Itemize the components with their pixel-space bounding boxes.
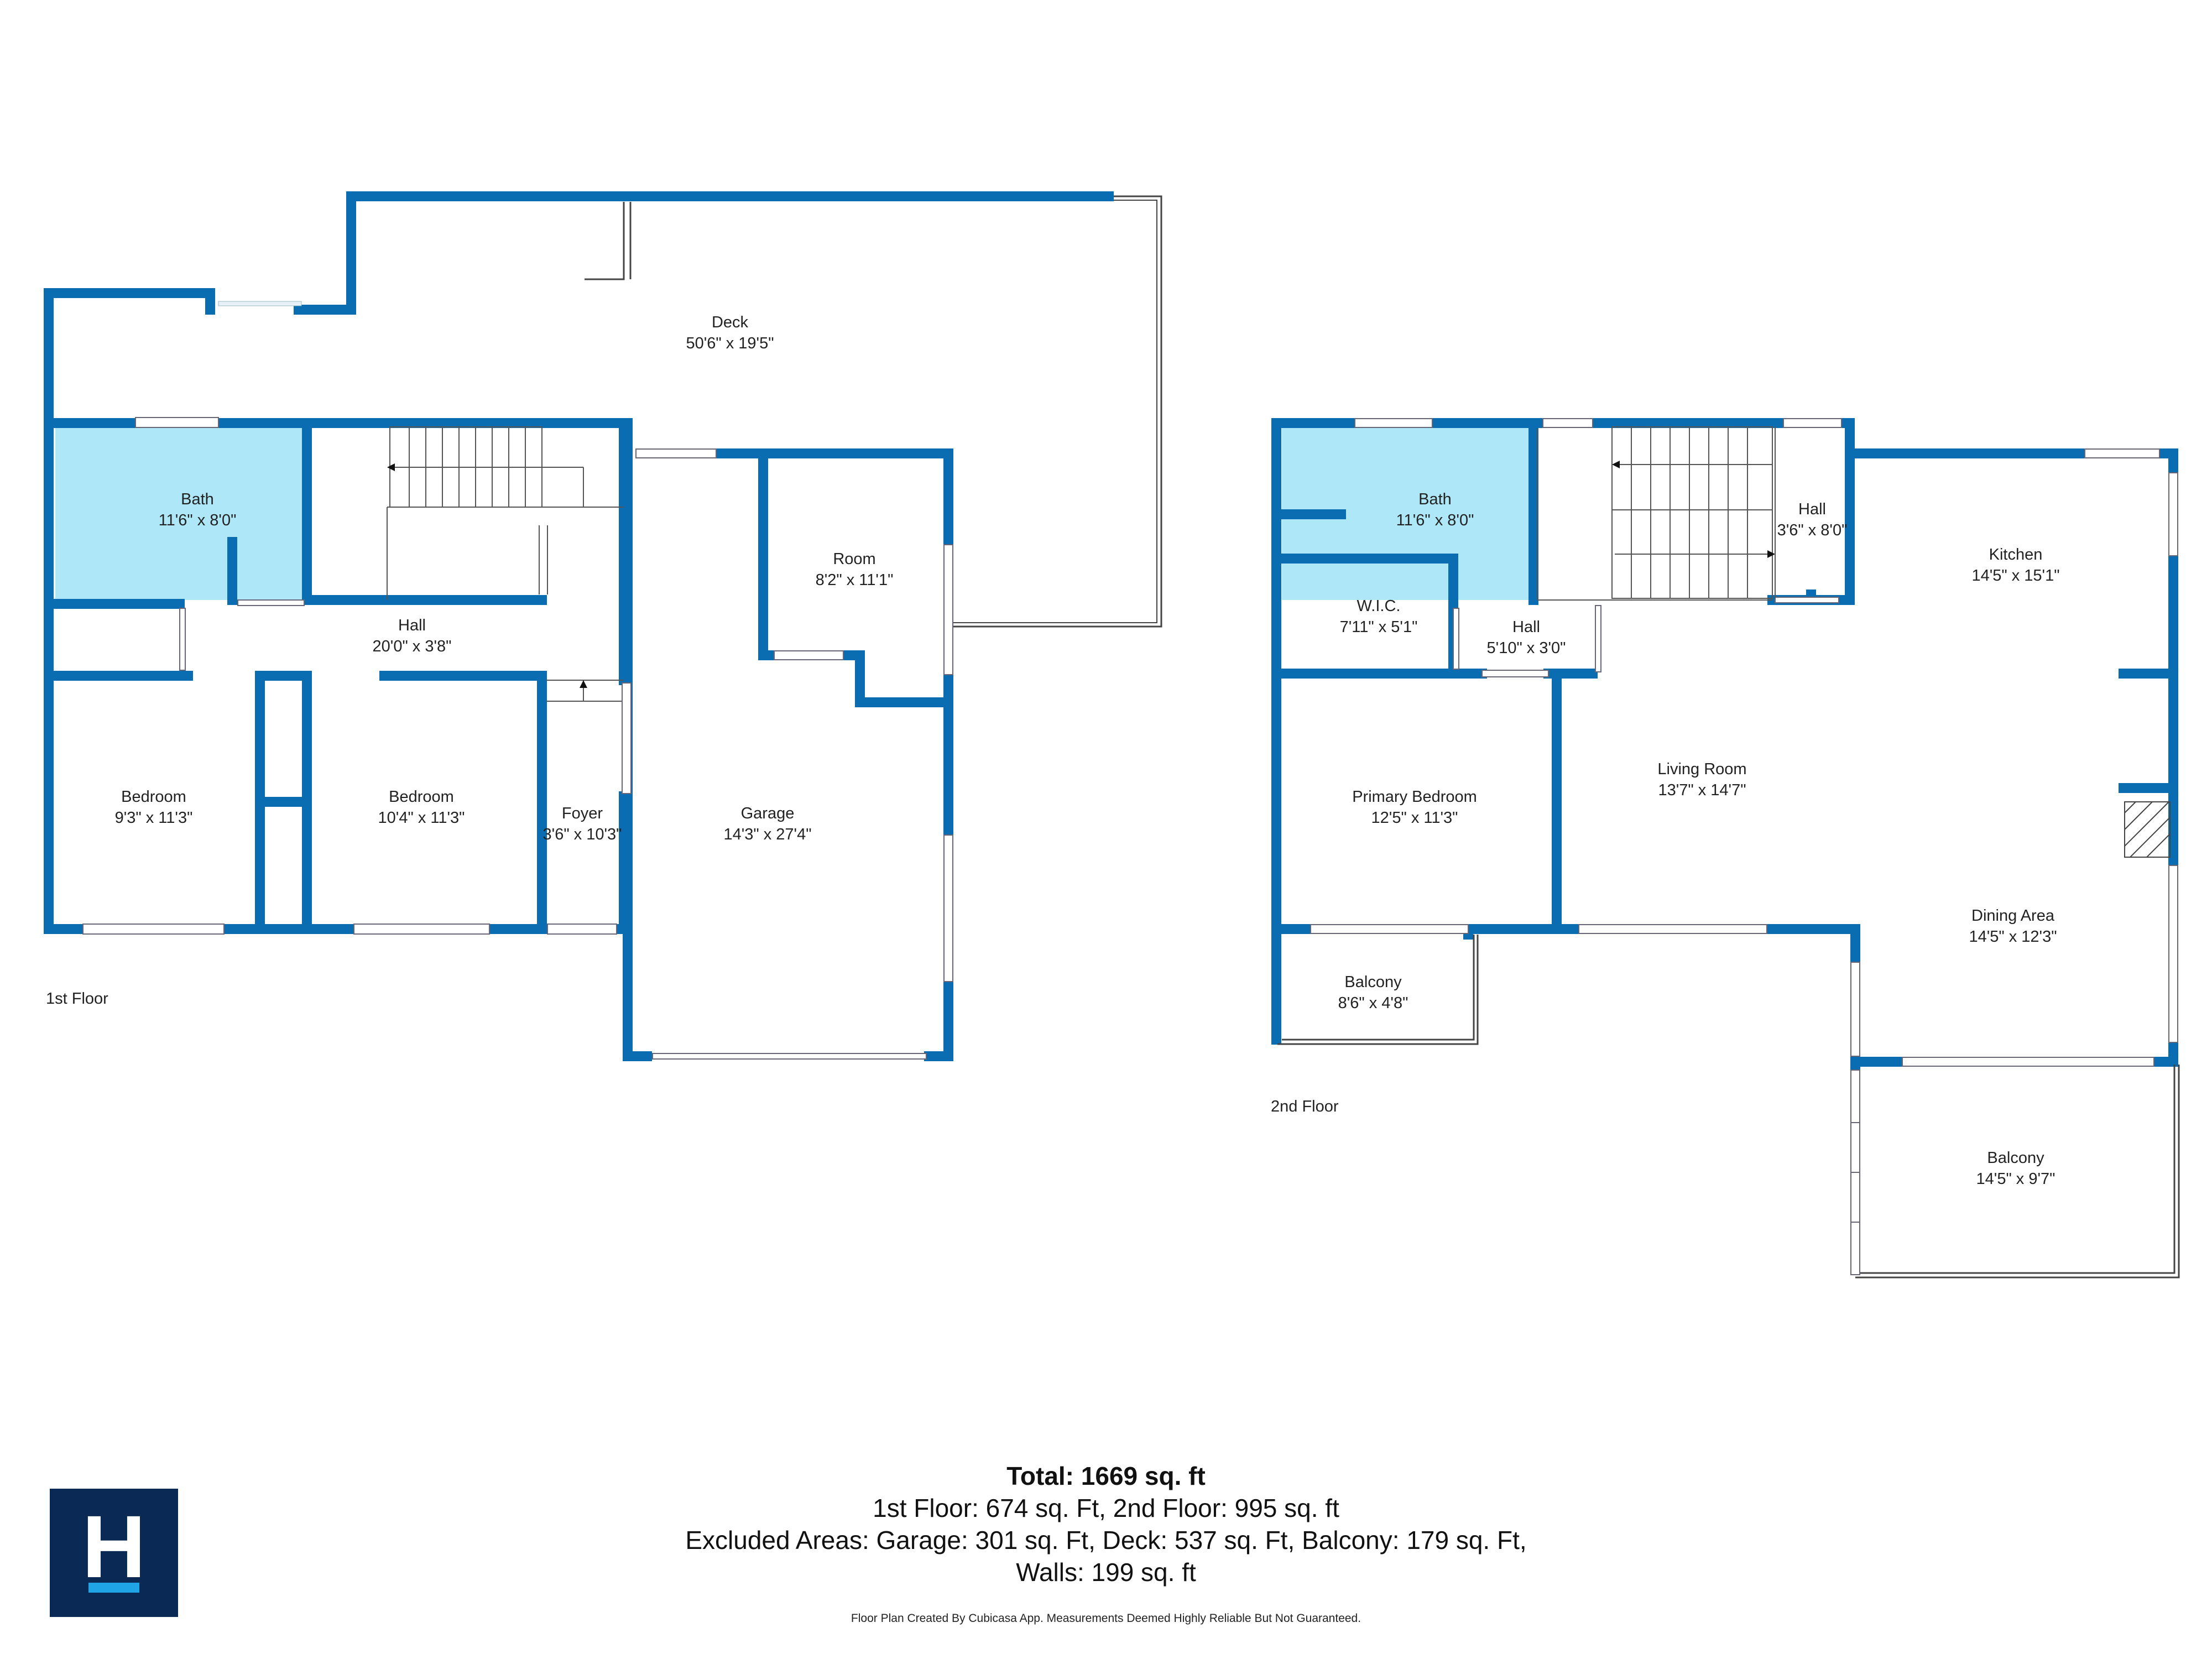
bedroom-b-label: Bedroom	[389, 788, 454, 806]
bedroom-a-dims: 9'3" x 11'3"	[115, 809, 193, 827]
walls-area: Walls: 199 sq. ft	[1016, 1558, 1196, 1587]
second-floor-stairs	[1537, 426, 1776, 601]
first-floor-walls	[44, 418, 633, 1061]
large-balcony-left-windows	[1850, 1070, 1860, 1275]
fireplace-icon	[2124, 801, 2171, 858]
area-summary: Total: 1669 sq. ft 1st Floor: 674 sq. Ft…	[553, 1460, 1659, 1588]
living-room-dims: 13'7" x 14'7"	[1658, 781, 1746, 799]
living-room-label: Living Room	[1657, 760, 1746, 778]
small-balcony-dims: 8'6" x 4'8"	[1338, 994, 1408, 1012]
first-bath-label: Bath	[181, 491, 214, 508]
deck-label: Deck	[712, 314, 749, 331]
first-floor-windows	[82, 417, 617, 935]
floor-areas: 1st Floor: 674 sq. Ft, 2nd Floor: 995 sq…	[873, 1494, 1339, 1522]
logo-accent-bar	[88, 1583, 139, 1593]
second-floor-plan: Bath 11'6" x 8'0" Hall 3'6" x 8'0" Kitch…	[1271, 418, 2180, 1279]
first-hall-dims: 20'0" x 3'8"	[373, 638, 452, 655]
garage-dims: 14'3" x 27'4"	[723, 826, 811, 843]
garage-label: Garage	[741, 805, 795, 822]
bedroom-a-label: Bedroom	[121, 788, 186, 806]
first-floor-labels: Deck 50'6" x 19'5" Bath 11'6" x 8'0" Roo…	[46, 314, 893, 1008]
deck-dims: 50'6" x 19'5"	[686, 335, 774, 352]
dining-area-dims: 14'5" x 12'3"	[1969, 928, 2057, 946]
stair-hall-dims: 3'6" x 8'0"	[1777, 521, 1848, 539]
second-floor-labels: Bath 11'6" x 8'0" Hall 3'6" x 8'0" Kitch…	[1271, 491, 2060, 1188]
first-floor-bath-area	[55, 423, 307, 600]
first-hall-label: Hall	[398, 617, 426, 634]
first-floor-label: 1st Floor	[46, 990, 108, 1008]
total-area: Total: 1669 sq. ft	[1006, 1462, 1206, 1490]
second-bath-dims: 11'6" x 8'0"	[1396, 512, 1474, 529]
second-bath-label: Bath	[1418, 491, 1452, 508]
second-floor-label: 2nd Floor	[1271, 1098, 1339, 1115]
kitchen-dims: 14'5" x 15'1"	[1971, 567, 2059, 585]
bedroom-b-dims: 10'4" x 11'3"	[378, 809, 465, 827]
room-label: Room	[833, 550, 875, 568]
primary-bedroom-label: Primary Bedroom	[1352, 788, 1477, 806]
deck-walls	[44, 191, 1114, 428]
kitchen-label: Kitchen	[1989, 546, 2043, 564]
primary-bedroom-dims: 12'5" x 11'3"	[1371, 809, 1458, 827]
large-balcony-dims: 14'5" x 9'7"	[1976, 1170, 2056, 1188]
wic-dims: 7'11" x 5'1"	[1340, 618, 1418, 636]
first-floor-plan: Deck 50'6" x 19'5" Bath 11'6" x 8'0" Roo…	[44, 191, 1162, 1061]
first-bath-dims: 11'6" x 8'0"	[159, 512, 237, 529]
small-balcony-label: Balcony	[1344, 973, 1402, 991]
garage-walls	[623, 448, 953, 1061]
balcony-outlines	[1277, 935, 2180, 1279]
brand-logo-icon: H	[50, 1489, 178, 1617]
foyer-label: Foyer	[562, 805, 603, 822]
second-hall-label: Hall	[1512, 618, 1540, 636]
second-floor-windows	[1310, 418, 2178, 1067]
disclaimer-text: Floor Plan Created By Cubicasa App. Meas…	[851, 1612, 1361, 1625]
second-floor-walls	[1271, 418, 2178, 1072]
dining-area-label: Dining Area	[1971, 907, 2055, 925]
wic-label: W.I.C.	[1357, 597, 1401, 615]
deck-outline	[951, 195, 1162, 628]
room-dims: 8'2" x 11'1"	[816, 571, 894, 589]
stair-hall-label: Hall	[1798, 500, 1826, 518]
excluded-areas: Excluded Areas: Garage: 301 sq. Ft, Deck…	[685, 1526, 1527, 1554]
logo-letter: H	[82, 1497, 146, 1596]
foyer-dims: 3'6" x 10'3"	[543, 826, 622, 843]
large-balcony-label: Balcony	[1987, 1149, 2044, 1167]
second-hall-dims: 5'10" x 3'0"	[1487, 639, 1566, 657]
first-floor-stairs	[387, 426, 624, 702]
garage-openings	[622, 448, 953, 1060]
